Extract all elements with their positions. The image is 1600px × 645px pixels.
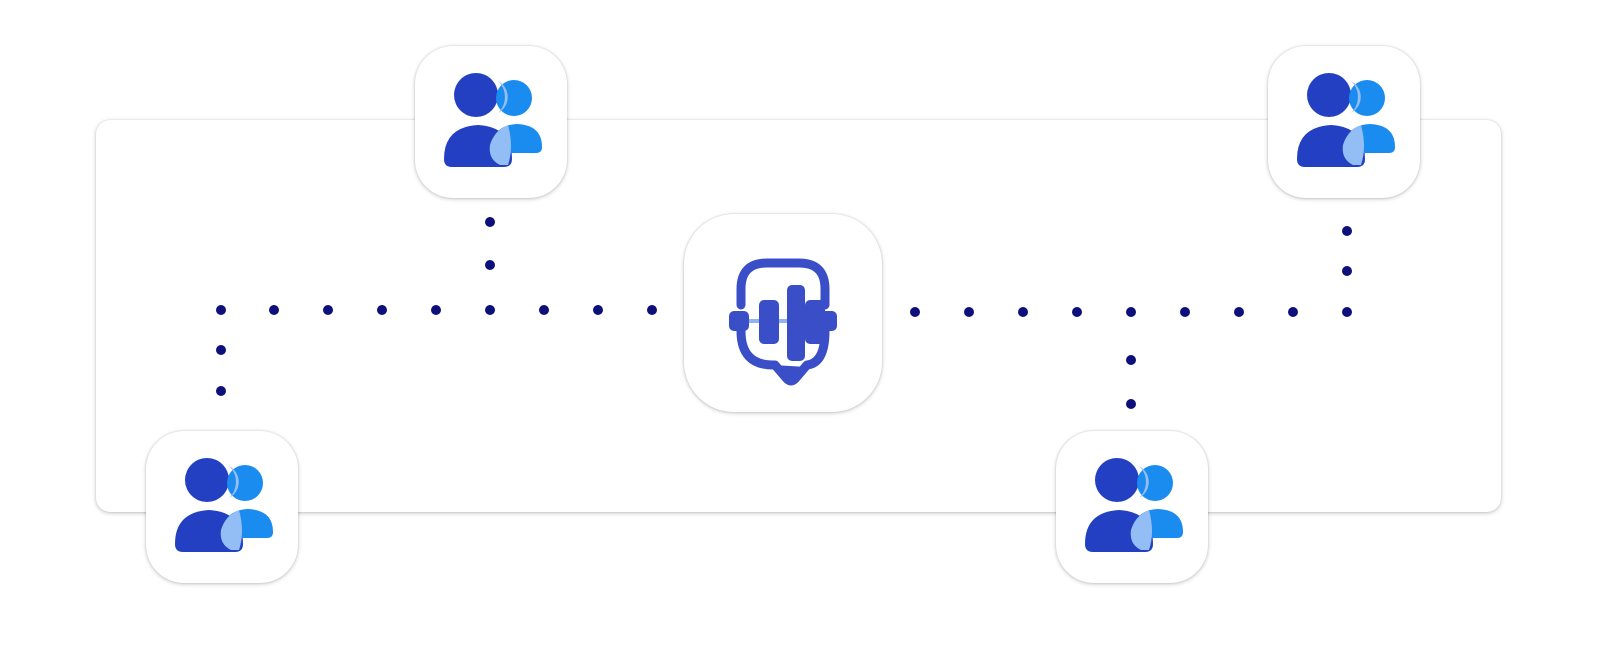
user-node-top-right [1268,46,1420,198]
connector-dot [539,305,549,315]
connector-dot [1234,307,1244,317]
connector-dot [964,307,974,317]
headset-audio-hub-icon [729,258,837,386]
connector-dot [485,260,495,270]
connector-dot [1072,307,1082,317]
connector-dot [1180,307,1190,317]
connector-dot [377,305,387,315]
user-group-icon [1085,458,1183,552]
connector-dot [647,305,657,315]
connector-dot [1126,355,1136,365]
connector-dot [485,305,495,315]
connector-dot [269,305,279,315]
connector-dot [1288,307,1298,317]
hub-node [684,214,882,412]
connector-dot [485,217,495,227]
user-group-icon [444,73,542,167]
user-node-bottom-left [146,431,298,583]
connector-dot [1018,307,1028,317]
user-group-icon [175,458,273,552]
connector-dot [593,305,603,315]
connector-dot [216,386,226,396]
connector-dot [910,307,920,317]
connector-dot [1126,399,1136,409]
user-node-top-left [415,46,567,198]
connector-dot [1126,307,1136,317]
connector-dot [216,305,226,315]
user-node-bottom-right [1056,431,1208,583]
connector-dot [1342,266,1352,276]
user-group-icon [1297,73,1395,167]
connector-dot [323,305,333,315]
connector-dot [1342,307,1352,317]
connector-dot [1342,226,1352,236]
connector-dot [431,305,441,315]
connector-dot [216,345,226,355]
